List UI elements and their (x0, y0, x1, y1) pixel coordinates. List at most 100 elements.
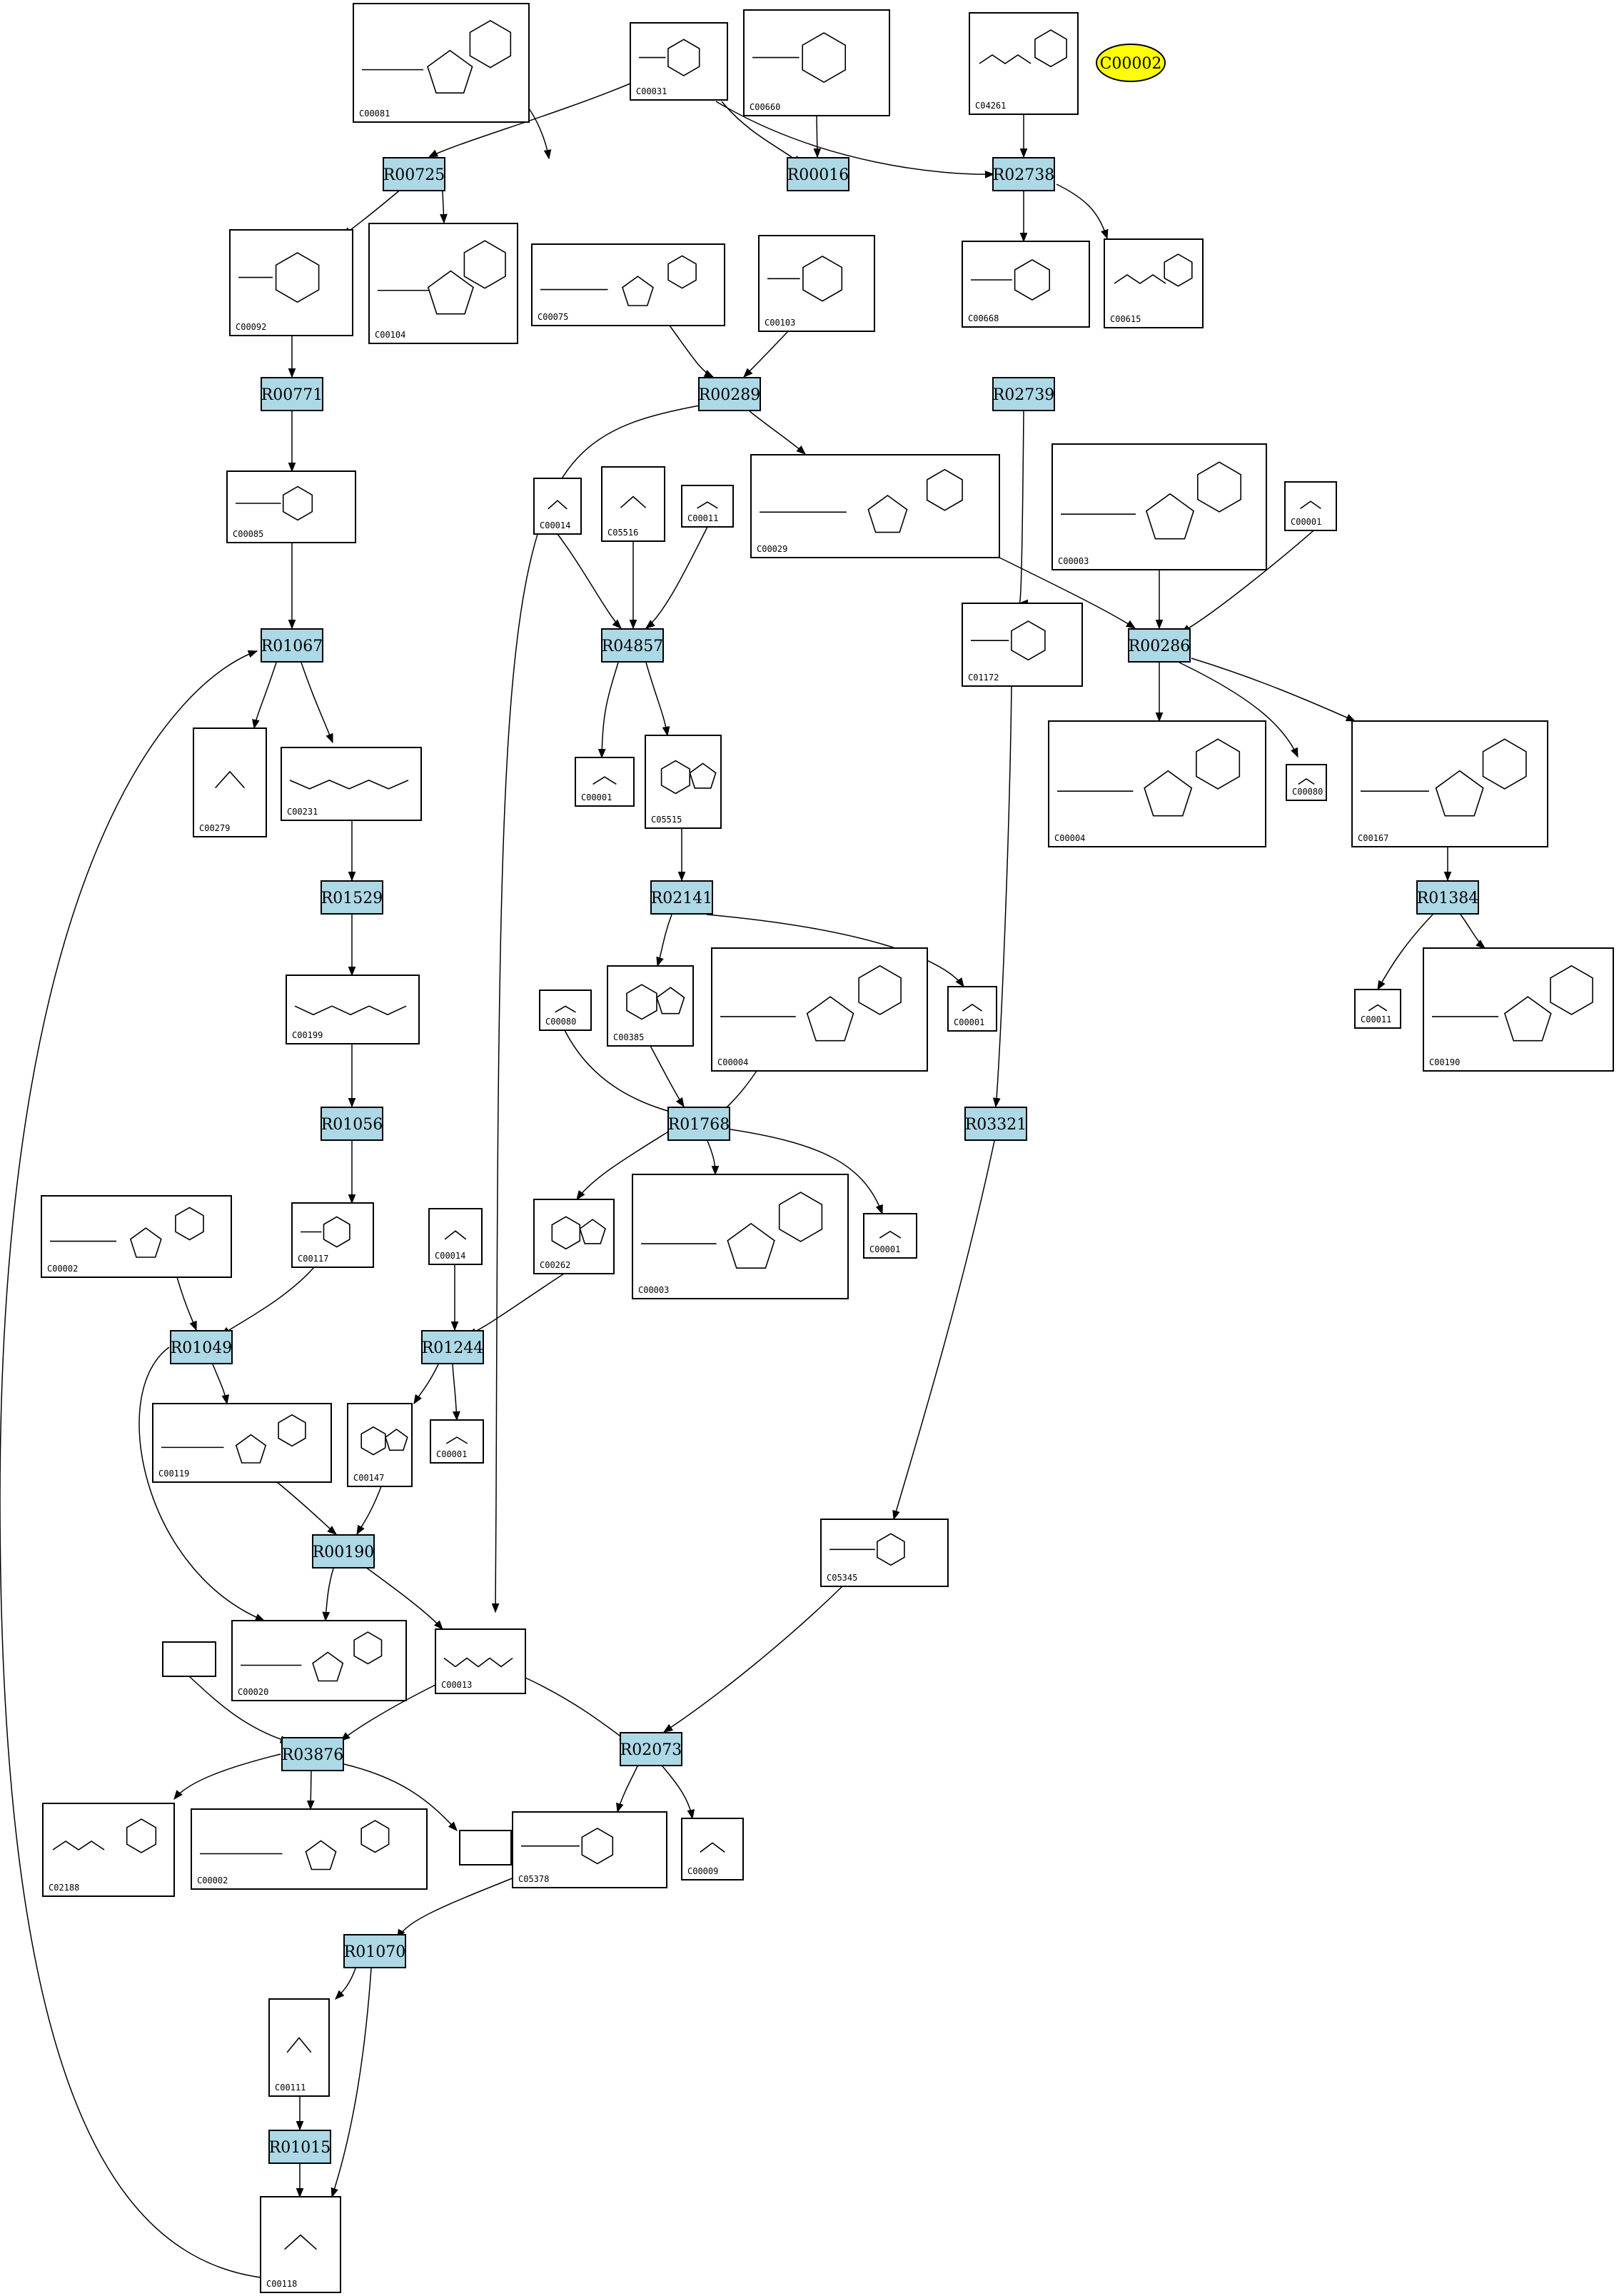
compound-box[interactable] (1048, 720, 1266, 847)
compound-box[interactable] (645, 735, 722, 829)
reaction-box[interactable] (170, 1330, 233, 1364)
compound-node[interactable]: C00001 (575, 757, 635, 807)
reaction-node[interactable]: R01244 (421, 1330, 484, 1364)
compound-node[interactable]: C00262 (533, 1199, 615, 1274)
compound-node[interactable]: C00103 (758, 235, 875, 332)
reaction-box[interactable] (650, 880, 713, 915)
compound-box[interactable] (430, 1419, 484, 1464)
reaction-node[interactable]: R00016 (787, 157, 849, 191)
compound-node[interactable]: C00199 (286, 975, 420, 1044)
reaction-node[interactable]: R00289 (698, 377, 761, 411)
reaction-box[interactable] (312, 1534, 375, 1569)
compound-box[interactable] (1423, 947, 1614, 1072)
compound-node[interactable]: C00001 (1284, 481, 1337, 531)
compound-node[interactable]: C00190 (1423, 947, 1614, 1072)
reaction-box[interactable] (667, 1107, 730, 1141)
compound-node[interactable]: C00013 (435, 1628, 526, 1694)
reaction-box[interactable] (620, 1732, 682, 1766)
compound-box[interactable] (229, 229, 353, 336)
reaction-node[interactable]: R03321 (964, 1107, 1027, 1141)
reaction-node[interactable]: R01384 (1416, 880, 1479, 915)
compound-box[interactable] (42, 1803, 175, 1897)
compound-box[interactable] (575, 757, 635, 807)
compound-box[interactable] (1351, 720, 1548, 847)
reaction-node[interactable]: R00190 (312, 1534, 375, 1569)
compound-box[interactable] (863, 1213, 917, 1259)
reaction-box[interactable] (281, 1737, 344, 1771)
reaction-box[interactable] (383, 157, 445, 191)
reaction-node[interactable]: R01015 (268, 2130, 331, 2164)
compound-box[interactable] (1051, 443, 1267, 570)
compound-node[interactable]: C00385 (607, 965, 694, 1047)
compound-box[interactable] (1354, 989, 1401, 1029)
compound-box[interactable] (711, 947, 928, 1072)
compound-box[interactable] (750, 454, 1000, 558)
reaction-node[interactable]: R01056 (321, 1107, 383, 1141)
compound-node[interactable]: C00660 (743, 9, 890, 116)
compound-box[interactable] (428, 1208, 483, 1265)
compound-box[interactable] (193, 727, 267, 837)
reaction-node[interactable]: R04857 (601, 628, 664, 663)
compound-box[interactable] (286, 975, 420, 1044)
reaction-node[interactable]: R02738 (992, 157, 1055, 191)
reaction-box[interactable] (321, 880, 383, 915)
compound-box[interactable] (1286, 764, 1327, 801)
compound-box[interactable] (630, 22, 728, 101)
compound-node[interactable]: C00092 (229, 229, 353, 336)
compound-node[interactable]: C00081 (353, 3, 530, 123)
compound-node[interactable]: C00020 (231, 1620, 407, 1701)
compound-node[interactable]: C00031 (630, 22, 728, 101)
compound-box[interactable] (681, 1818, 744, 1880)
compound-node[interactable]: C00002 (41, 1195, 232, 1278)
highlight-ellipse[interactable] (1096, 44, 1166, 82)
compound-node[interactable]: C04261 (969, 12, 1079, 115)
highlight-compound[interactable]: C00002 (1096, 44, 1166, 82)
compound-node[interactable]: C00002 (191, 1808, 428, 1890)
reaction-node[interactable]: R01529 (321, 880, 383, 915)
compound-box[interactable] (607, 965, 694, 1047)
compound-box[interactable] (601, 466, 665, 542)
reaction-box[interactable] (421, 1330, 484, 1364)
compound-node[interactable]: C00615 (1104, 238, 1204, 328)
reaction-node[interactable]: R01067 (261, 628, 323, 663)
compound-node[interactable]: C00085 (226, 470, 356, 543)
compound-node[interactable]: C00004 (1048, 720, 1266, 847)
compound-box[interactable] (820, 1519, 949, 1587)
compound-node[interactable]: C00075 (531, 243, 725, 326)
compound-box[interactable] (758, 235, 875, 332)
compound-box[interactable] (539, 990, 592, 1031)
reaction-node[interactable]: R00725 (383, 157, 445, 191)
compound-node[interactable]: C00668 (962, 241, 1090, 328)
compound-box[interactable] (260, 2196, 341, 2293)
compound-box[interactable] (41, 1195, 232, 1278)
compound-box[interactable] (969, 12, 1079, 115)
compound-node[interactable]: C00003 (1051, 443, 1267, 570)
compound-node[interactable]: C00011 (1354, 989, 1401, 1029)
compound-box[interactable] (347, 1403, 413, 1487)
compound-box[interactable] (533, 478, 582, 535)
compound-node[interactable]: C00231 (281, 747, 422, 821)
compound-node[interactable]: C00001 (947, 986, 997, 1032)
reaction-node[interactable]: R00286 (1128, 628, 1191, 663)
compound-box[interactable] (268, 1998, 330, 2097)
compound-node[interactable]: C00009 (681, 1818, 744, 1880)
compound-node[interactable]: C00117 (291, 1202, 374, 1268)
compound-node[interactable]: C00001 (863, 1213, 917, 1259)
compound-node[interactable]: C00119 (152, 1403, 332, 1483)
compound-box[interactable] (947, 986, 997, 1032)
compound-box[interactable] (681, 485, 734, 528)
reaction-box[interactable] (992, 377, 1055, 411)
compound-box[interactable] (531, 243, 725, 326)
compound-box[interactable] (1284, 481, 1337, 531)
compound-box[interactable] (962, 603, 1083, 687)
compound-node[interactable]: C00104 (368, 223, 518, 344)
reaction-node[interactable]: R02141 (650, 880, 713, 915)
reaction-node[interactable]: R00771 (261, 377, 323, 411)
compound-box[interactable] (512, 1811, 667, 1888)
reaction-node[interactable]: R02073 (620, 1732, 682, 1766)
compound-box[interactable] (152, 1403, 332, 1483)
reaction-box[interactable] (787, 157, 849, 191)
reaction-box[interactable] (343, 1934, 406, 1968)
reaction-box[interactable] (992, 157, 1055, 191)
empty-compound-box[interactable] (162, 1641, 216, 1677)
